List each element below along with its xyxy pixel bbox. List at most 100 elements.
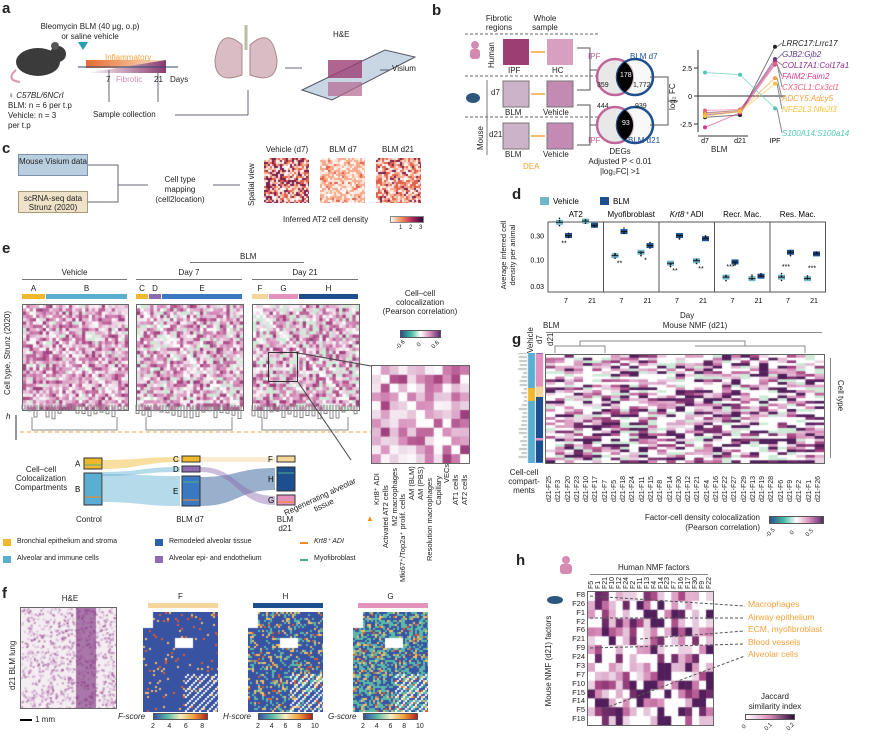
factor-label: d21-F6 <box>777 479 785 502</box>
g-d7-label: d7 <box>535 335 544 344</box>
data-point <box>773 44 777 49</box>
density-label: Inferred AT2 cell density <box>283 215 369 224</box>
compartment-label-D: D <box>173 465 179 474</box>
factor-label: d21-F29 <box>740 475 748 502</box>
annotation-label: ECM, myofibroblast <box>748 624 823 634</box>
log2fc-axis-label: log₂ FC <box>668 83 677 110</box>
row-mouse-label: Mouse <box>476 125 485 150</box>
factor-label: d21-F5 <box>610 479 618 502</box>
point <box>704 235 707 237</box>
factor-label: d21-F26 <box>814 475 822 502</box>
data-point <box>703 108 707 113</box>
boxplot-xlabel: Day <box>680 311 695 320</box>
mouse-factor-label: F3 <box>576 660 585 670</box>
mouse-factor-label: F10 <box>572 678 585 688</box>
h-icons <box>547 556 572 604</box>
compartment-label-A: A <box>75 460 81 469</box>
cluster-bar-F <box>252 294 268 299</box>
compartment-D <box>181 465 201 473</box>
e-colorbar-tick-pos: 0.6 <box>430 340 441 351</box>
score-tick: 8 <box>402 723 407 730</box>
mapping-label-1: Cell type <box>164 175 196 184</box>
xtick: 21 <box>588 298 596 305</box>
point <box>584 222 587 224</box>
compartments-label: Cell–cell Colocalization Compartments <box>14 465 68 493</box>
dendrogram <box>135 405 242 431</box>
data-point <box>738 109 742 114</box>
point <box>669 265 672 268</box>
point <box>789 250 792 252</box>
map-title-blm-d21: BLM d21 <box>381 145 415 154</box>
map-title-F: F <box>178 592 183 601</box>
score-tick: 4 <box>269 723 274 730</box>
factor-label: d21-F19 <box>759 475 767 502</box>
legend-label: Bronchial epithelium and stroma <box>17 538 117 545</box>
hc-tissue-thumb <box>547 39 573 65</box>
g-colorbar-tick-pos: 0.5 <box>804 528 815 539</box>
data-point <box>773 61 777 66</box>
mouse-nmf-title: Mouse NMF (d21) factors <box>544 615 553 707</box>
score-tick: 6 <box>388 723 393 730</box>
ytick: -2.5 <box>680 122 692 129</box>
human-icon <box>471 41 479 49</box>
treatment-line1: Bleomycin BLM (40 μg, o.p) <box>40 22 140 31</box>
label-leader <box>776 108 783 134</box>
point <box>614 257 616 259</box>
point <box>593 225 596 228</box>
point <box>558 224 561 227</box>
strain-label: ♀ C57BL/6NCrl <box>8 91 64 100</box>
score-label: H-score <box>223 712 252 721</box>
legend-label: Alveolar epi- and endothelium <box>169 555 262 562</box>
he-label: H&E <box>333 30 350 39</box>
panel-label-g: g <box>512 331 522 348</box>
degs-label: DEGs <box>609 147 631 156</box>
venn1-overlap: 178 <box>620 72 632 79</box>
factor-label: d21-F24 <box>629 475 637 502</box>
row-d21-label: d21 <box>489 130 503 139</box>
series-label: FAIM2:Faim2 <box>782 72 830 81</box>
treatment-line2: or saline vehicle <box>61 32 119 41</box>
legend-blm: BLM <box>613 197 630 206</box>
factor-label: d21-F7 <box>601 479 609 502</box>
cluster-label-A: A <box>30 284 37 293</box>
sankey-flow <box>200 467 275 505</box>
g-dendrogram <box>554 340 806 353</box>
compartment-E <box>181 475 201 507</box>
significance: *** <box>808 266 816 273</box>
compartment-label-C: C <box>173 455 179 464</box>
map-title-vehicle-d7: Vehicle (d7) <box>265 145 309 154</box>
label-leader <box>776 83 783 110</box>
cluster-label-B: B <box>83 284 90 293</box>
annotation-label: Macrophages <box>748 599 800 609</box>
point <box>640 252 642 255</box>
boxplot-ylabel: Average inferred cell density per animal <box>499 220 517 290</box>
score-tick: 2 <box>256 723 260 730</box>
sankey-flow <box>200 468 275 506</box>
compartment-label-E: E <box>173 487 178 496</box>
data-point <box>703 70 707 75</box>
score-map-G <box>353 612 428 712</box>
krt8-marker-icon: ▲ <box>366 514 374 523</box>
point <box>734 264 736 266</box>
blm-n-label: BLM: n = 6 per t.p <box>8 101 72 110</box>
g-colorbar-title2: (Pearson correlation) <box>685 523 760 532</box>
e-vehicle-label: Vehicle <box>61 268 88 277</box>
label-leader <box>776 42 783 48</box>
significance: *** <box>782 264 790 271</box>
days-label: Days <box>170 75 189 84</box>
visium-slide-icon <box>300 49 417 101</box>
lung-slide-illustration <box>175 25 417 116</box>
factor-label: d21-F9 <box>787 479 795 502</box>
series-label: ADCY5:Adcy5 <box>781 94 834 103</box>
point <box>669 263 672 266</box>
hc-label: HC <box>552 66 564 75</box>
mouse-factor-label: F7 <box>576 669 585 679</box>
venn-diagrams <box>595 57 678 145</box>
visium-data-box: Mouse Visium data <box>18 154 88 176</box>
map-title-blm-d7: BLM d7 <box>329 145 357 154</box>
point <box>649 247 651 249</box>
density-tick-2: 2 <box>409 225 413 231</box>
factor-label: d21-F4 <box>703 479 711 502</box>
point <box>704 236 707 238</box>
spatial-map-blm-d7 <box>320 158 365 203</box>
